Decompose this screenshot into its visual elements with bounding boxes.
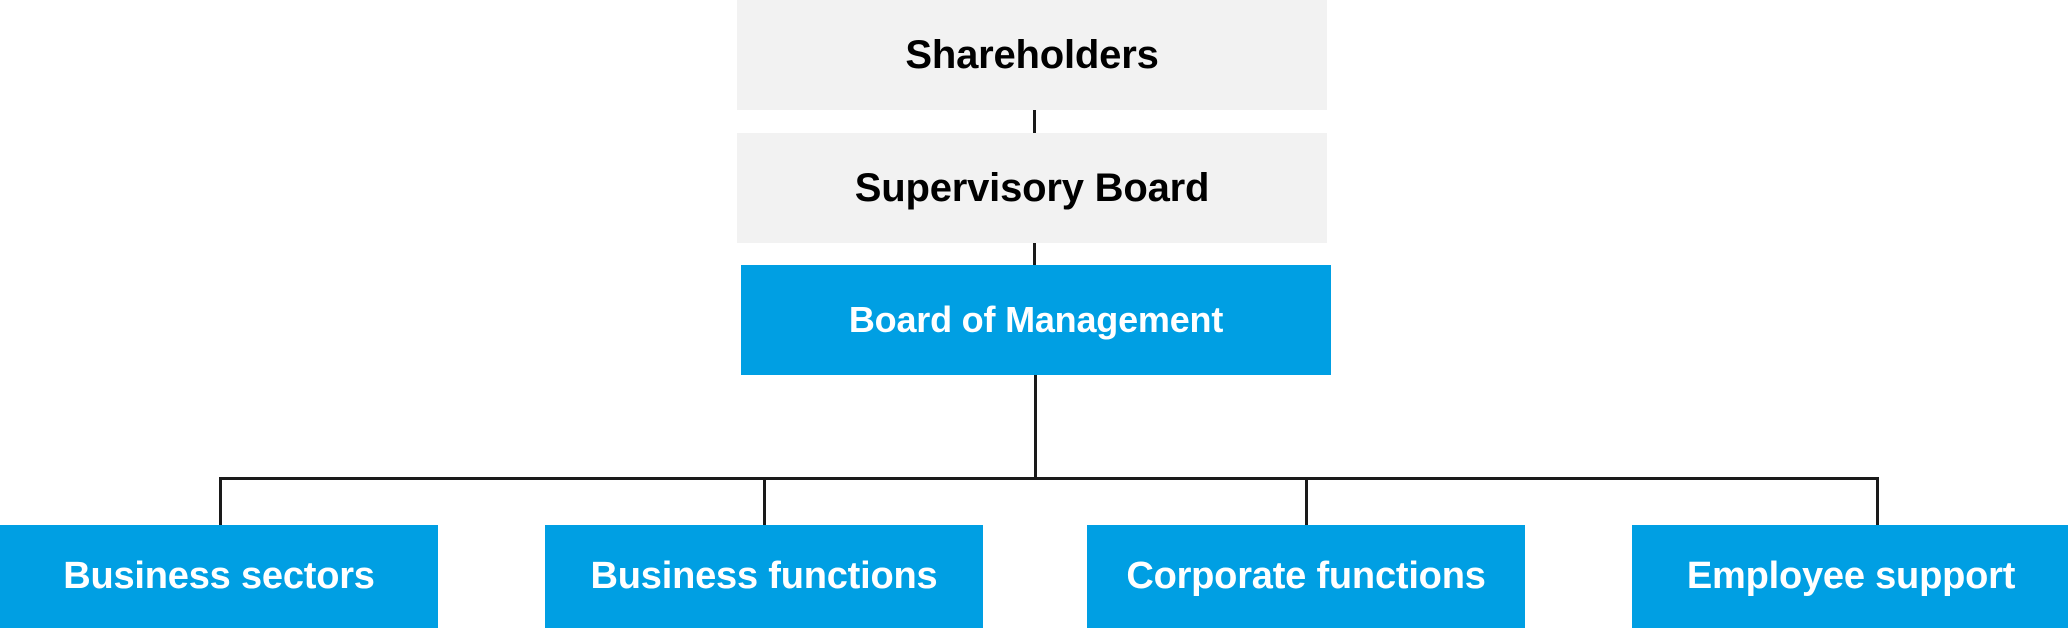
node-shareholders: Shareholders — [737, 0, 1327, 110]
node-business-functions-label: Business functions — [590, 554, 938, 597]
connector-horizontal-bus-bar — [219, 477, 1879, 480]
node-board-of-management: Board of Management — [741, 265, 1331, 375]
node-corporate-functions: Corporate functions — [1087, 525, 1525, 628]
connector-drop-employee-support — [1876, 477, 1879, 526]
node-board-of-management-label: Board of Management — [848, 299, 1224, 341]
connector-supervisory-board-to-board-of-management — [1033, 243, 1036, 266]
connector-drop-business-sectors — [219, 477, 222, 526]
node-employee-support: Employee support — [1632, 525, 2068, 628]
node-corporate-functions-label: Corporate functions — [1126, 554, 1486, 597]
connector-drop-business-functions — [763, 477, 766, 526]
node-business-functions: Business functions — [545, 525, 983, 628]
node-supervisory-board: Supervisory Board — [737, 133, 1327, 243]
connector-board-of-management-trunk — [1034, 375, 1037, 478]
node-employee-support-label: Employee support — [1686, 554, 2016, 597]
connector-shareholders-to-supervisory-board — [1033, 110, 1036, 134]
node-business-sectors: Business sectors — [0, 525, 438, 628]
node-supervisory-board-label: Supervisory Board — [854, 166, 1210, 210]
node-shareholders-label: Shareholders — [905, 33, 1159, 77]
node-business-sectors-label: Business sectors — [63, 554, 375, 597]
connector-drop-corporate-functions — [1305, 477, 1308, 526]
